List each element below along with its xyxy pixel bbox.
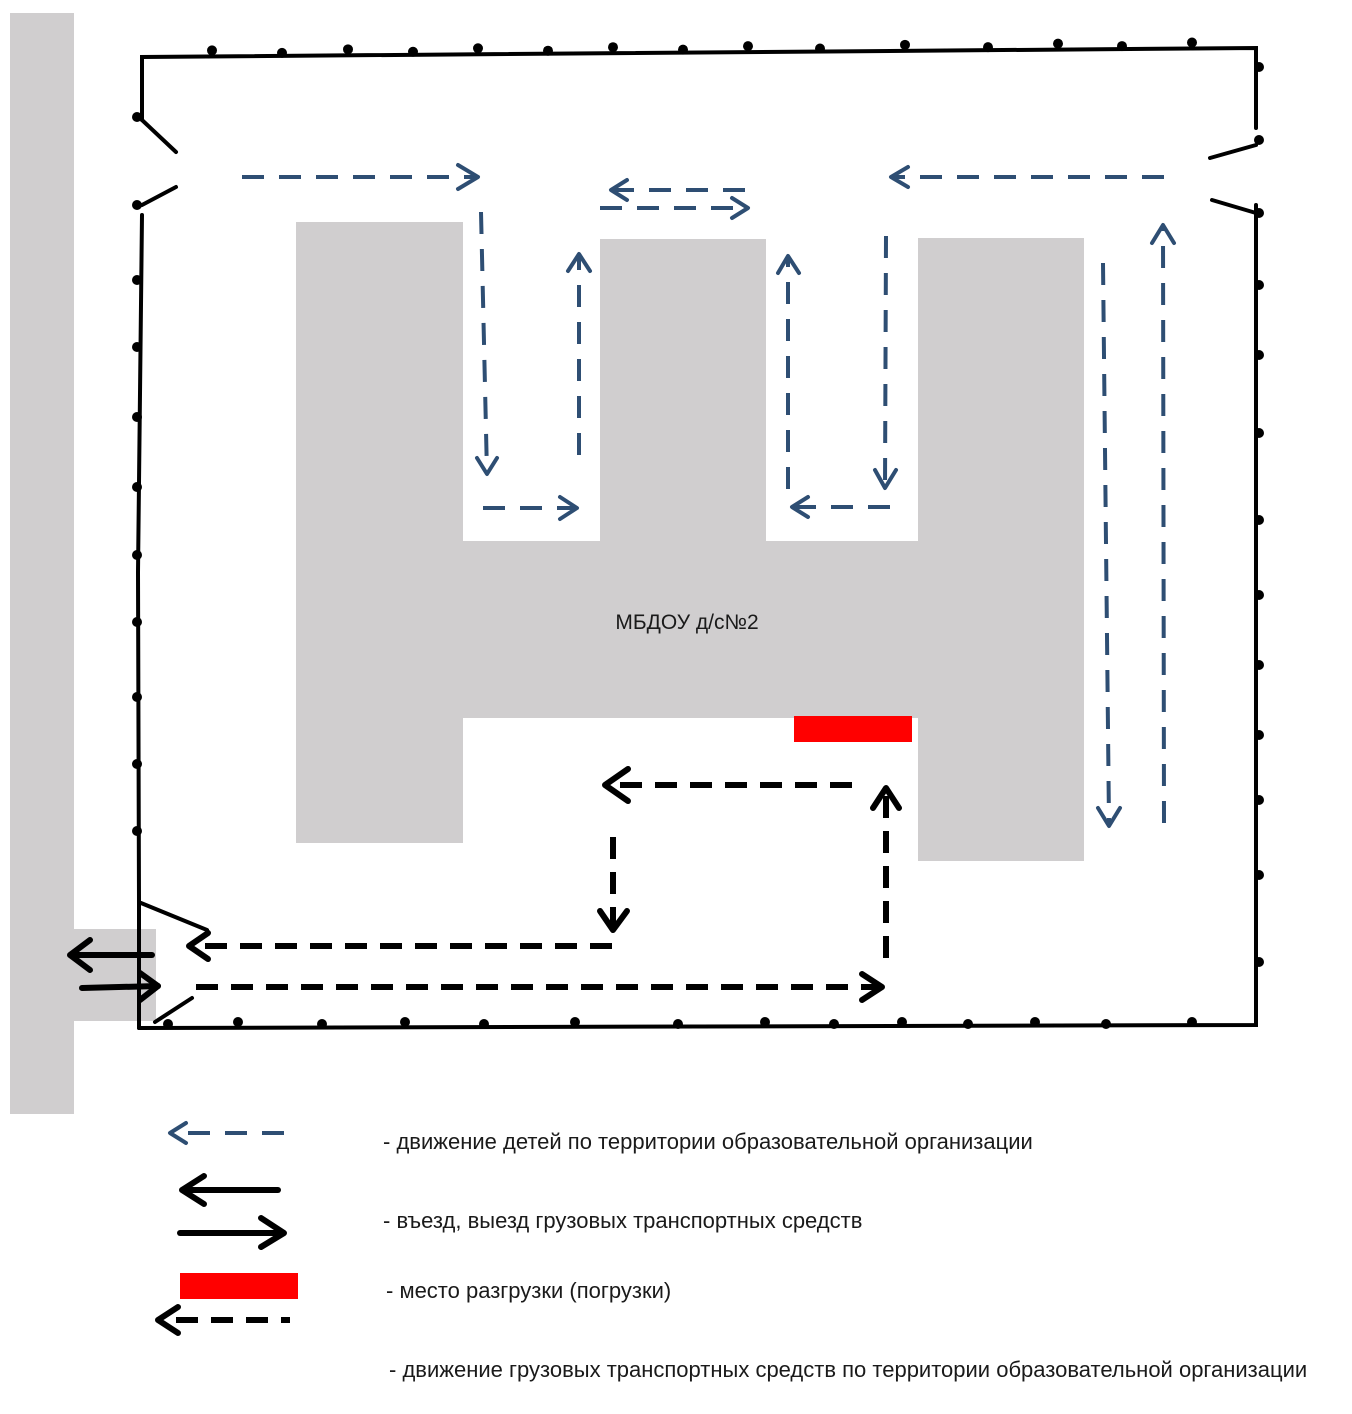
fence-post (678, 44, 688, 55)
legend-truck-label: - движение грузовых транспортных средств… (389, 1357, 1308, 1382)
kindergarten-building (296, 222, 1084, 861)
fence-post (1254, 660, 1264, 670)
fence-post (1254, 795, 1264, 805)
fence-post (343, 44, 353, 55)
fence-post (132, 759, 142, 769)
fence-post (543, 45, 553, 56)
legend-children-symbol (168, 1121, 286, 1145)
fence-post (760, 1017, 770, 1027)
building-label: МБДОУ д/с№2 (615, 611, 758, 634)
fence-post (1254, 428, 1264, 438)
fence-post (673, 1019, 683, 1029)
fence-post (317, 1019, 327, 1029)
fence-post (132, 342, 142, 352)
fence-posts (132, 37, 1264, 1029)
fence-post (983, 42, 993, 53)
fence-post (1254, 280, 1264, 290)
entry-exit-arrows (67, 937, 161, 1003)
fence-post (897, 1017, 907, 1027)
fence-post (1254, 350, 1264, 360)
fence-post (233, 1017, 243, 1027)
fence-post (963, 1019, 973, 1029)
street-road (10, 13, 74, 1114)
fence-post (132, 482, 142, 492)
unloading-zone (794, 716, 912, 742)
fence-post (132, 112, 142, 122)
fence-post (408, 46, 418, 57)
fence-post (1187, 1017, 1197, 1027)
fence-post (608, 42, 618, 53)
fence-post (829, 1019, 839, 1029)
legend-unloading-label: - место разгрузки (погрузки) (386, 1278, 672, 1303)
fence-post (1254, 957, 1264, 967)
fence-post (570, 1017, 580, 1027)
legend-children-label: - движение детей по территории образоват… (383, 1129, 1033, 1154)
fence-post (207, 45, 217, 56)
fence-post (743, 41, 753, 52)
fence-post (1053, 38, 1063, 49)
fence-post (400, 1017, 410, 1027)
fence-post (479, 1019, 489, 1029)
fence-post (1030, 1017, 1040, 1027)
fence-post (277, 47, 287, 58)
legend-entry-exit-label: - въезд, выезд грузовых транспортных сре… (383, 1208, 863, 1233)
children-paths (242, 175, 1166, 824)
legend-unloading-symbol (180, 1273, 298, 1299)
fence-post (1254, 208, 1264, 218)
fence-post (132, 617, 142, 627)
fence-post (1187, 37, 1197, 48)
fence-post (132, 275, 142, 285)
fence-post (473, 43, 483, 54)
legend-entry-exit-symbol (177, 1173, 287, 1250)
fence-post (1254, 730, 1264, 740)
fence-post (1254, 135, 1264, 145)
fence-post (1254, 515, 1264, 525)
fence-post (1254, 870, 1264, 880)
legend-truck-symbol (155, 1304, 290, 1336)
children-arrowheads (456, 163, 1176, 828)
fence (135, 45, 1258, 1030)
fence-post (132, 826, 142, 836)
fence-post (132, 550, 142, 560)
fence-post (1101, 1019, 1111, 1029)
fence-post (1254, 62, 1264, 72)
fence-post (1254, 590, 1264, 600)
fence-post (132, 412, 142, 422)
fence-post (1117, 41, 1127, 52)
truck-arrowheads (186, 766, 902, 1003)
truck-paths (196, 782, 889, 990)
fence-post (132, 692, 142, 702)
fence-post (815, 43, 825, 54)
fence-post (163, 1019, 173, 1029)
fence-post (900, 39, 910, 50)
fence-post (132, 200, 142, 210)
